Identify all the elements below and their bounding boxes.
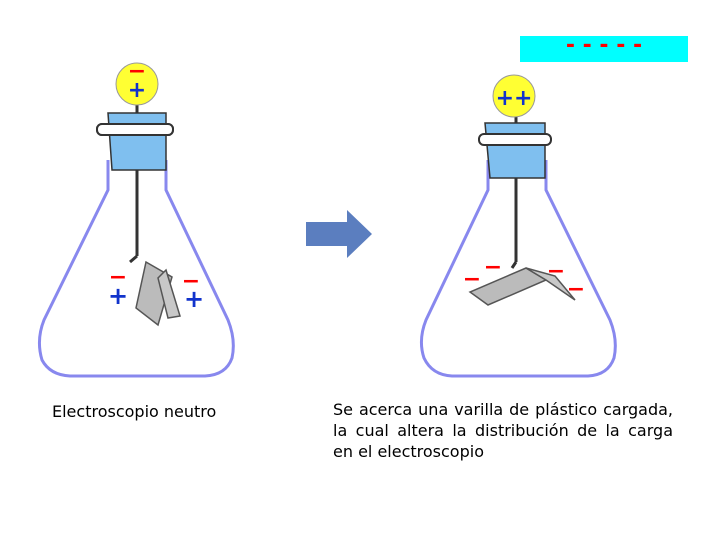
right-flask-rim (478, 133, 552, 146)
right-flask-body (419, 160, 617, 378)
left-ball-minus: − (128, 59, 146, 84)
left-leaf-plus-2: + (184, 285, 204, 313)
left-leaf-minus-2: − (182, 269, 200, 294)
right-leaf-2 (525, 267, 576, 301)
charged-rod (520, 36, 688, 62)
left-leaf-plus-1: + (108, 282, 128, 310)
left-ball-plus: + (128, 78, 146, 103)
left-caption: Electroscopio neutro (52, 402, 217, 421)
rod-negative-charges: - - - - - (565, 33, 643, 58)
right-leaf-minus-2: − (484, 255, 502, 280)
right-ball-plus: ++ (496, 86, 533, 111)
right-leaf-minus-1: − (463, 267, 481, 292)
right-electroscope: ++ − − − − (419, 74, 617, 378)
left-leaf-minus-1: − (109, 265, 127, 290)
left-leaf-2 (157, 268, 181, 319)
left-electroscope: − + − + − + (37, 59, 235, 378)
process-arrow (306, 210, 372, 258)
left-flask-body (37, 160, 235, 378)
right-leaf-minus-3: − (547, 259, 565, 284)
left-stopper (107, 112, 167, 171)
right-stopper (484, 122, 546, 179)
right-caption: Se acerca una varilla de plástico cargad… (333, 400, 673, 461)
right-ball (492, 74, 536, 118)
right-leaf-minus-4: − (567, 277, 585, 302)
left-ball (115, 62, 159, 106)
